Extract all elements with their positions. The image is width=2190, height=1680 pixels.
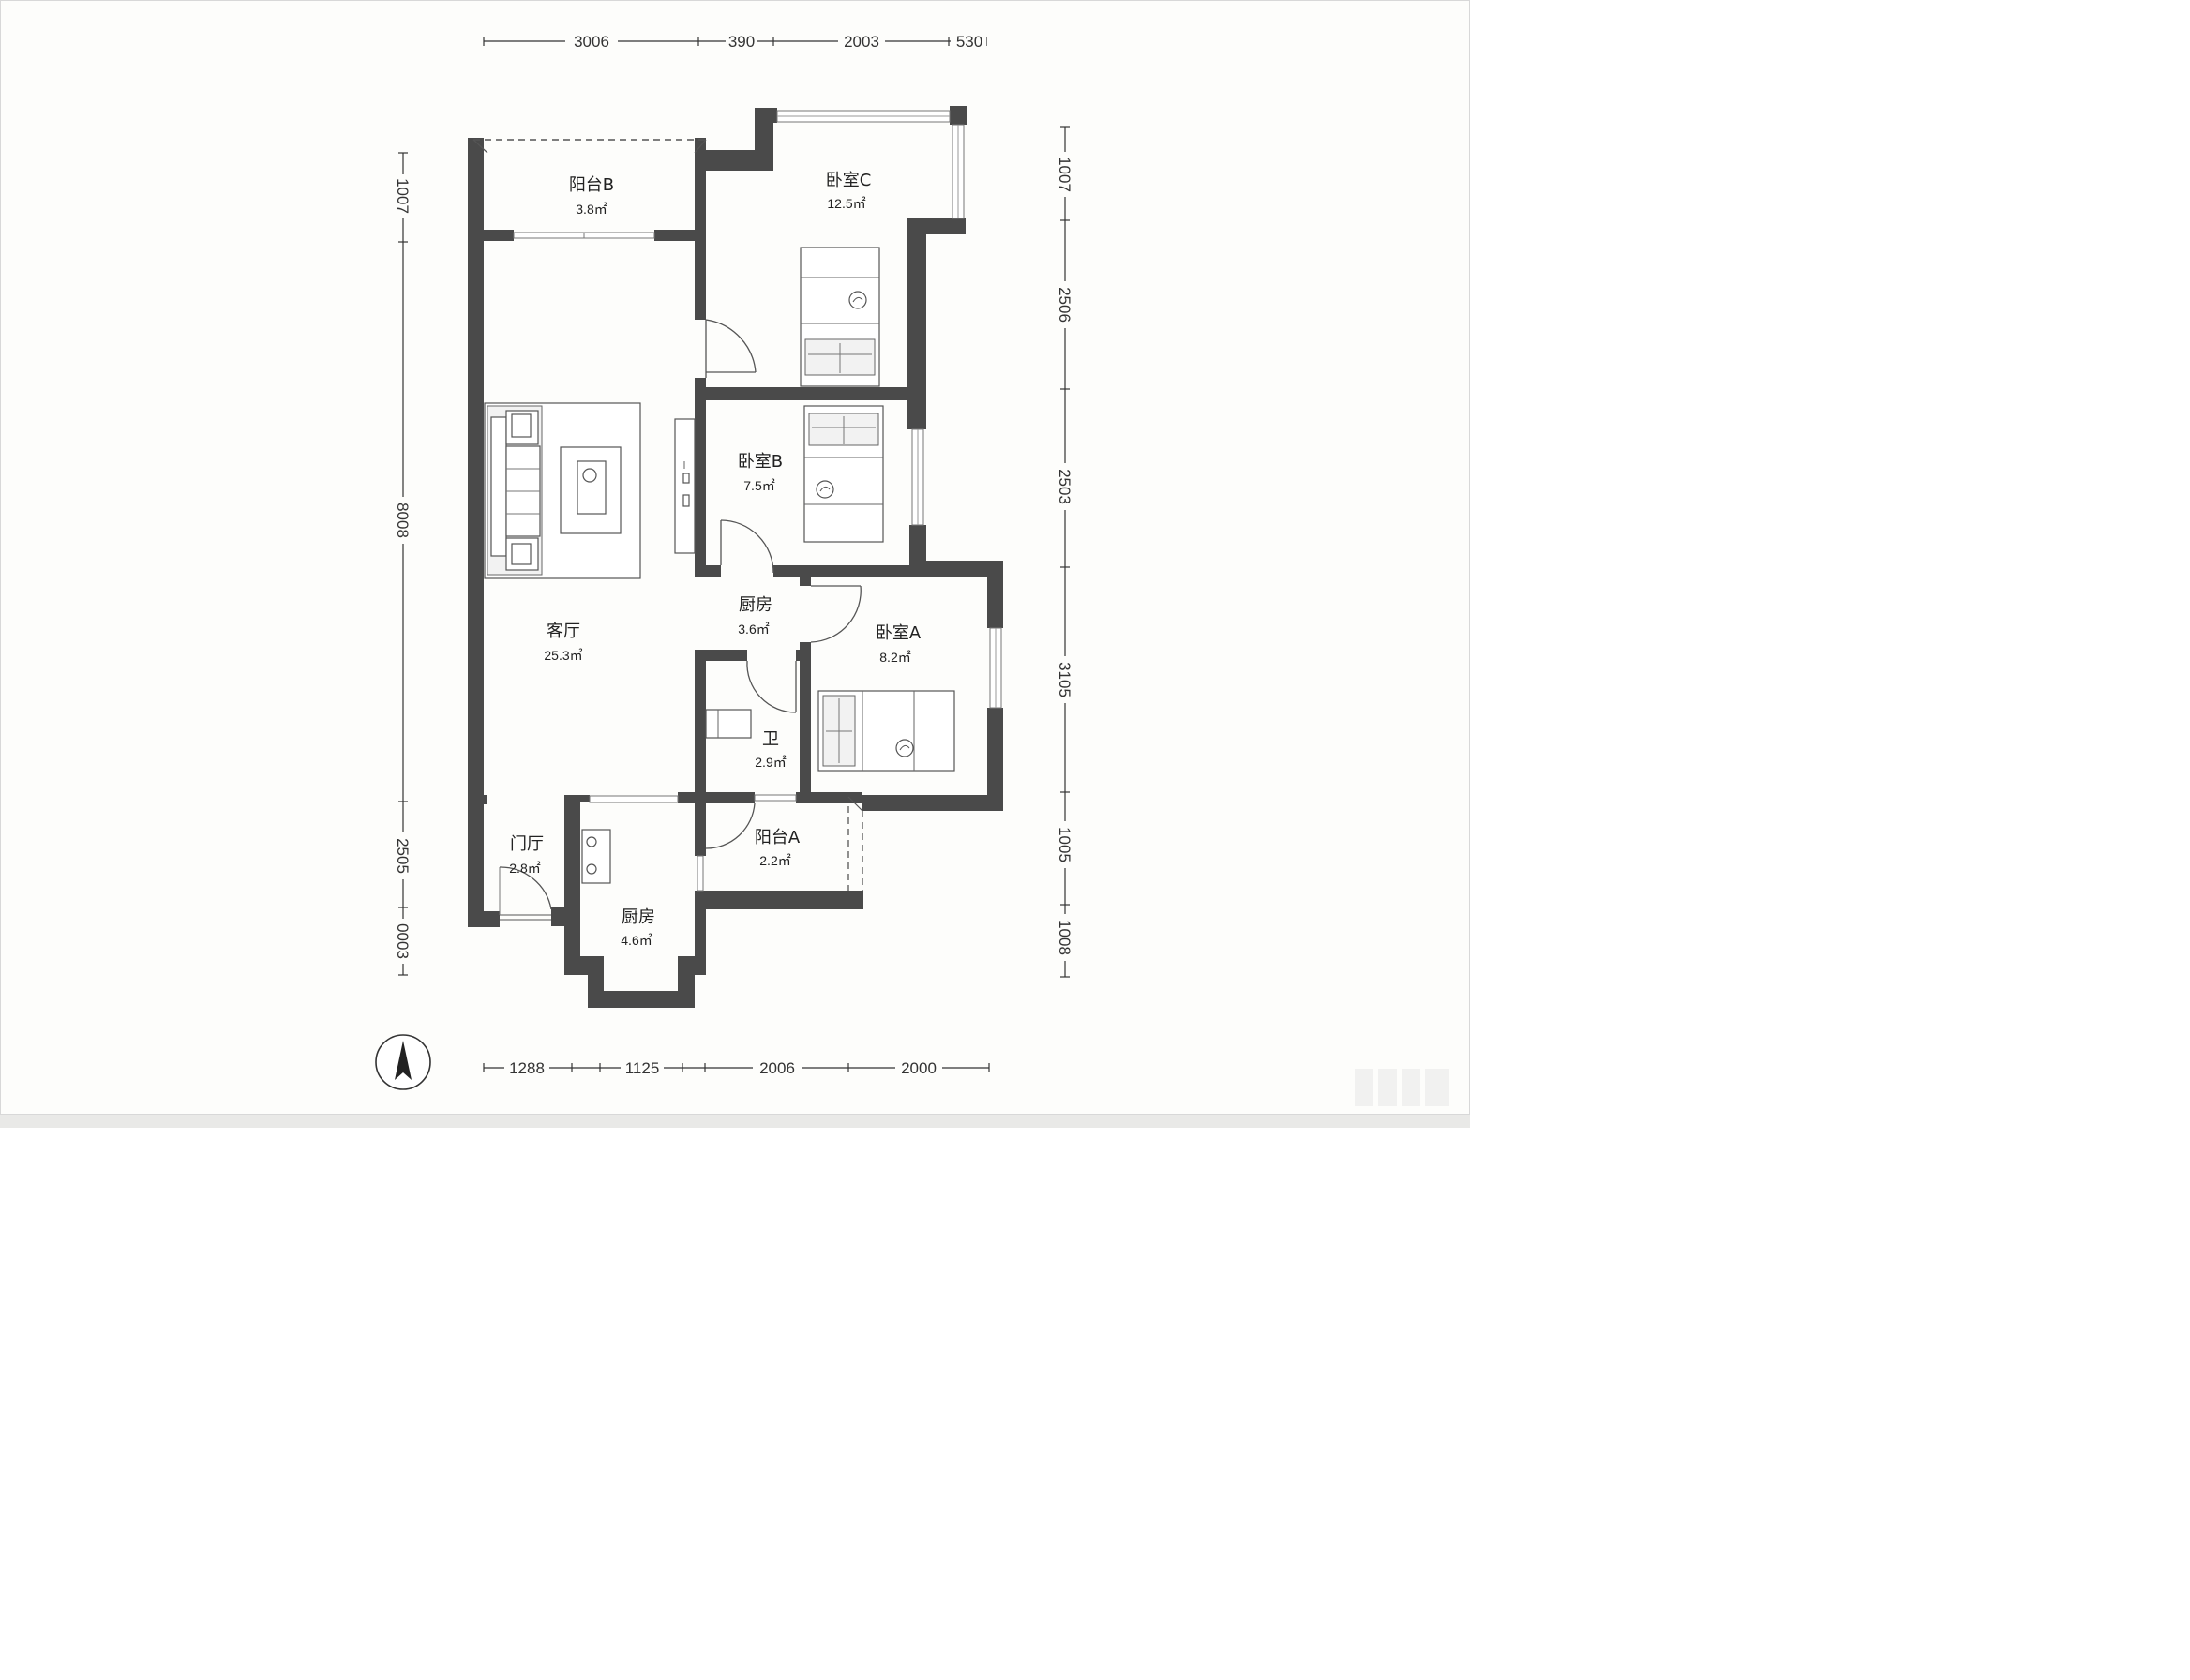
bottom-dim-4: 2000 [901, 1059, 937, 1077]
left-dim-3: 2505 [394, 838, 412, 874]
bed-bedroom-b [803, 405, 884, 543]
right-dim-3: 2503 [1056, 469, 1073, 504]
bottom-dim-3: 2006 [759, 1059, 795, 1077]
furniture [484, 247, 955, 884]
bath-name: 卫 [762, 729, 779, 749]
balcony-a-name: 阳台A [755, 828, 801, 848]
bedroom-a-name: 卧室A [876, 623, 922, 643]
kitchen-stove [581, 829, 611, 884]
bath-fixture [705, 709, 752, 739]
bottom-strip [0, 1114, 1470, 1128]
windows [472, 110, 1002, 921]
tv-cabinet [674, 418, 696, 554]
bedroom-c-name: 卧室C [826, 171, 872, 190]
walls [468, 106, 1003, 1008]
balcony-b-area: 3.8㎡ [576, 202, 607, 217]
left-dim-2: 8008 [394, 502, 412, 538]
bottom-dim-1: 1288 [509, 1059, 545, 1077]
foyer-name: 门厅 [510, 834, 544, 854]
bedroom-b-name: 卧室B [738, 452, 783, 472]
foyer-area: 2.8㎡ [509, 861, 540, 876]
bed-bedroom-c [800, 247, 880, 387]
top-dimension-line: 3006 390 2003 530 [483, 31, 987, 52]
right-dim-1: 1007 [1056, 157, 1073, 192]
kitchen-area: 4.6㎡ [621, 933, 652, 948]
floor-plan-canvas [0, 0, 1470, 1128]
left-dim-1: 1007 [394, 178, 412, 214]
bottom-dimension-line: 1288 1125 2006 2000 [483, 1058, 990, 1078]
sofa-living-room [484, 402, 641, 579]
bedroom-a-area: 8.2㎡ [879, 650, 910, 665]
bottom-dim-2: 1125 [625, 1059, 660, 1077]
kitchen-mid-area: 3.6㎡ [738, 622, 769, 637]
right-dim-6: 1008 [1056, 920, 1073, 955]
top-dim-3: 2003 [844, 33, 879, 51]
bedroom-c-area: 12.5㎡ [827, 196, 865, 211]
top-dim-4: 530 [956, 33, 982, 51]
kitchen-name: 厨房 [622, 908, 655, 927]
right-dim-5: 1005 [1056, 827, 1073, 862]
floor-plan: 3006 390 2003 530 1288 1125 2006 2000 [0, 0, 1470, 1115]
room-labels: 阳台B 3.8㎡ 卧室C 12.5㎡ 卧室B 7.5㎡ 厨房 3.6㎡ 卧室A … [509, 171, 922, 948]
right-dim-2: 2506 [1056, 287, 1073, 322]
right-dim-4: 3105 [1056, 662, 1073, 698]
left-dim-4: 0003 [394, 923, 412, 959]
right-dimension-line: 1007 2506 2503 3105 1005 1008 [1055, 126, 1075, 978]
doors [499, 319, 862, 910]
bath-area: 2.9㎡ [755, 755, 786, 770]
balcony-a-area: 2.2㎡ [759, 853, 790, 868]
top-dim-1: 3006 [574, 33, 609, 51]
living-room-area: 25.3㎡ [544, 648, 582, 663]
bedroom-b-area: 7.5㎡ [743, 478, 774, 493]
balcony-b-name: 阳台B [569, 175, 614, 195]
left-dimension-line: 1007 8008 2505 0003 [393, 152, 413, 976]
kitchen-mid-name: 厨房 [739, 595, 772, 615]
top-dim-2: 390 [728, 33, 755, 51]
watermark [1355, 1069, 1449, 1106]
bed-bedroom-a [818, 690, 955, 772]
north-arrow-icon [375, 1034, 431, 1090]
living-room-name: 客厅 [547, 622, 580, 641]
